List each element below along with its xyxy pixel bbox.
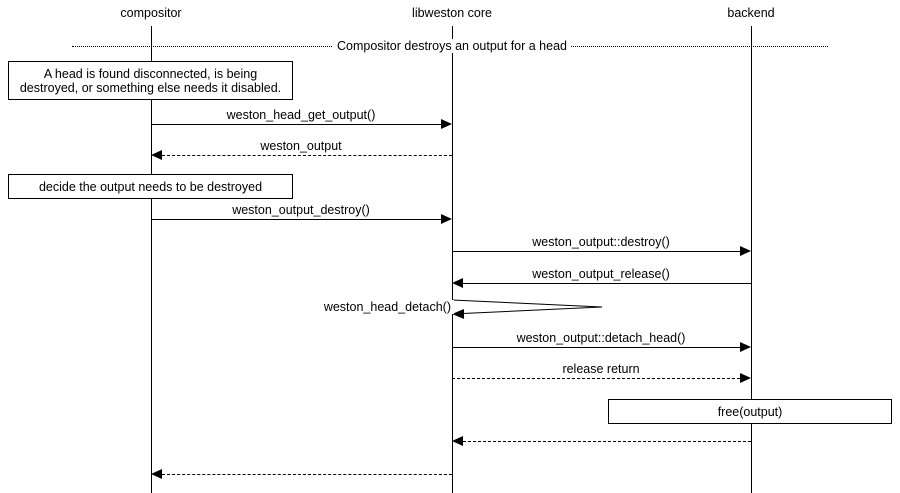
- frame-title: Compositor destroys an output for a head: [333, 39, 571, 53]
- note-decide-destroy: decide the output needs to be destroyed: [8, 174, 293, 199]
- arrowhead-weston-output-return: [151, 150, 162, 160]
- msg-label-weston-output-return: weston_output: [257, 139, 345, 153]
- arrowhead-weston-output-detach-head: [740, 342, 751, 352]
- lifeline-backend: [751, 26, 752, 493]
- arrowhead-weston-output-destroy: [441, 214, 452, 224]
- msg-line-weston-output-release: [463, 283, 751, 284]
- note-free-output-text: free(output): [717, 404, 783, 419]
- msg-line-release-return: [452, 378, 740, 379]
- msg-line-weston-output-detach-head: [452, 347, 740, 348]
- msg-selfcall-weston-head-detach: [452, 294, 612, 322]
- msg-label-weston-head-get-output: weston_head_get_output(): [223, 108, 379, 122]
- arrowhead-weston-output-release: [452, 278, 463, 288]
- msg-line-weston-head-get-output: [151, 124, 441, 125]
- msg-line-backend-return: [463, 441, 751, 442]
- participant-label-libweston-core: libweston core: [412, 6, 492, 20]
- msg-line-core-return: [162, 474, 452, 475]
- msg-label-weston-output-release: weston_output_release(): [529, 267, 673, 281]
- note-head-disconnected-text: A head is found disconnected, is being d…: [19, 66, 282, 95]
- arrowhead-core-return: [151, 469, 162, 479]
- note-free-output: free(output): [608, 399, 892, 424]
- participant-label-compositor: compositor: [120, 6, 182, 20]
- msg-line-weston-output-destroy: [151, 219, 441, 220]
- participant-label-backend: backend: [727, 6, 775, 20]
- msg-line-weston-output-return: [162, 155, 452, 156]
- arrowhead-backend-return: [452, 436, 463, 446]
- msg-label-weston-head-detach: weston_head_detach(): [296, 300, 454, 314]
- lifeline-compositor: [151, 26, 152, 493]
- note-head-disconnected: A head is found disconnected, is being d…: [8, 61, 293, 100]
- arrowhead-weston-output-destroy-vfunc: [740, 246, 751, 256]
- msg-label-weston-output-detach-head: weston_output::detach_head(): [513, 331, 689, 345]
- self-call-loop-icon: [452, 299, 603, 319]
- note-decide-destroy-text: decide the output needs to be destroyed: [38, 179, 263, 194]
- msg-line-weston-output-destroy-vfunc: [452, 251, 740, 252]
- msg-label-release-return: release return: [559, 362, 643, 376]
- lifeline-libweston-core: [452, 26, 453, 493]
- arrowhead-weston-head-get-output: [441, 119, 452, 129]
- arrowhead-release-return: [740, 373, 751, 383]
- msg-label-weston-output-destroy: weston_output_destroy(): [229, 203, 373, 217]
- msg-label-weston-output-destroy-vfunc: weston_output::destroy(): [529, 235, 673, 249]
